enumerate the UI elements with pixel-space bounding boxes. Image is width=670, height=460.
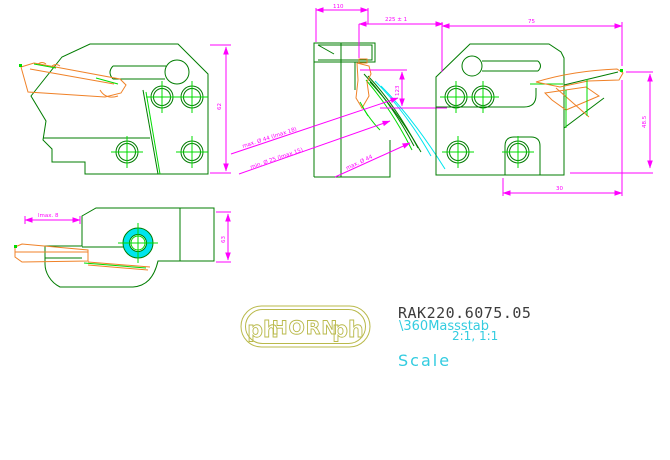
dim-front-width: 110: [333, 4, 344, 10]
scale-values: 2:1, 1:1: [452, 329, 499, 343]
keyhole-circle: [164, 59, 190, 85]
dim-top-lmax: lmax. 8: [38, 213, 59, 219]
leader-swing-diameter: max. Ø 44: [345, 153, 374, 172]
dim-top-height: 63: [221, 236, 227, 243]
leader-min-diameter: min. Ø 25 (lmax 15): [249, 146, 304, 171]
scale-label-german: \360Massstab: [399, 319, 490, 334]
dim-right-width: 75: [528, 19, 535, 25]
view-front: 110 225 ± 1 123 max. Ø 44 (lmax 18) min.…: [230, 4, 447, 178]
cutting-insert-right: [535, 68, 624, 128]
dim-overall-length: 225 ± 1: [385, 17, 407, 23]
logo-text-horn: HORN: [272, 317, 339, 339]
clamp-screw-knob: [118, 223, 158, 263]
horn-logo: ph HORN ph: [240, 305, 371, 348]
scale-label-english: Scale: [398, 351, 452, 370]
dim-right-height: 48.5: [642, 115, 648, 128]
dim-side-height: 62: [217, 103, 223, 110]
cutting-insert-top: [14, 243, 151, 271]
dim-right-offset: 30: [556, 186, 563, 192]
dim-head-height: 123: [395, 85, 401, 96]
logo-text-right: ph: [332, 318, 363, 343]
view-side-left: 62: [19, 43, 231, 175]
view-side-right: 75 48.5 30: [435, 19, 653, 196]
leader-max-diameter: max. Ø 44 (lmax 18): [241, 126, 297, 150]
view-top: lmax. 8 63: [14, 207, 231, 288]
cutting-insert-front: [355, 58, 381, 131]
part-number: RAK220.6075.05: [398, 304, 532, 322]
logo-text-left: ph: [247, 318, 278, 343]
swing-arc-inner: [380, 85, 446, 170]
cutting-insert-side: [19, 62, 127, 98]
swing-arc-outer: [374, 80, 432, 157]
